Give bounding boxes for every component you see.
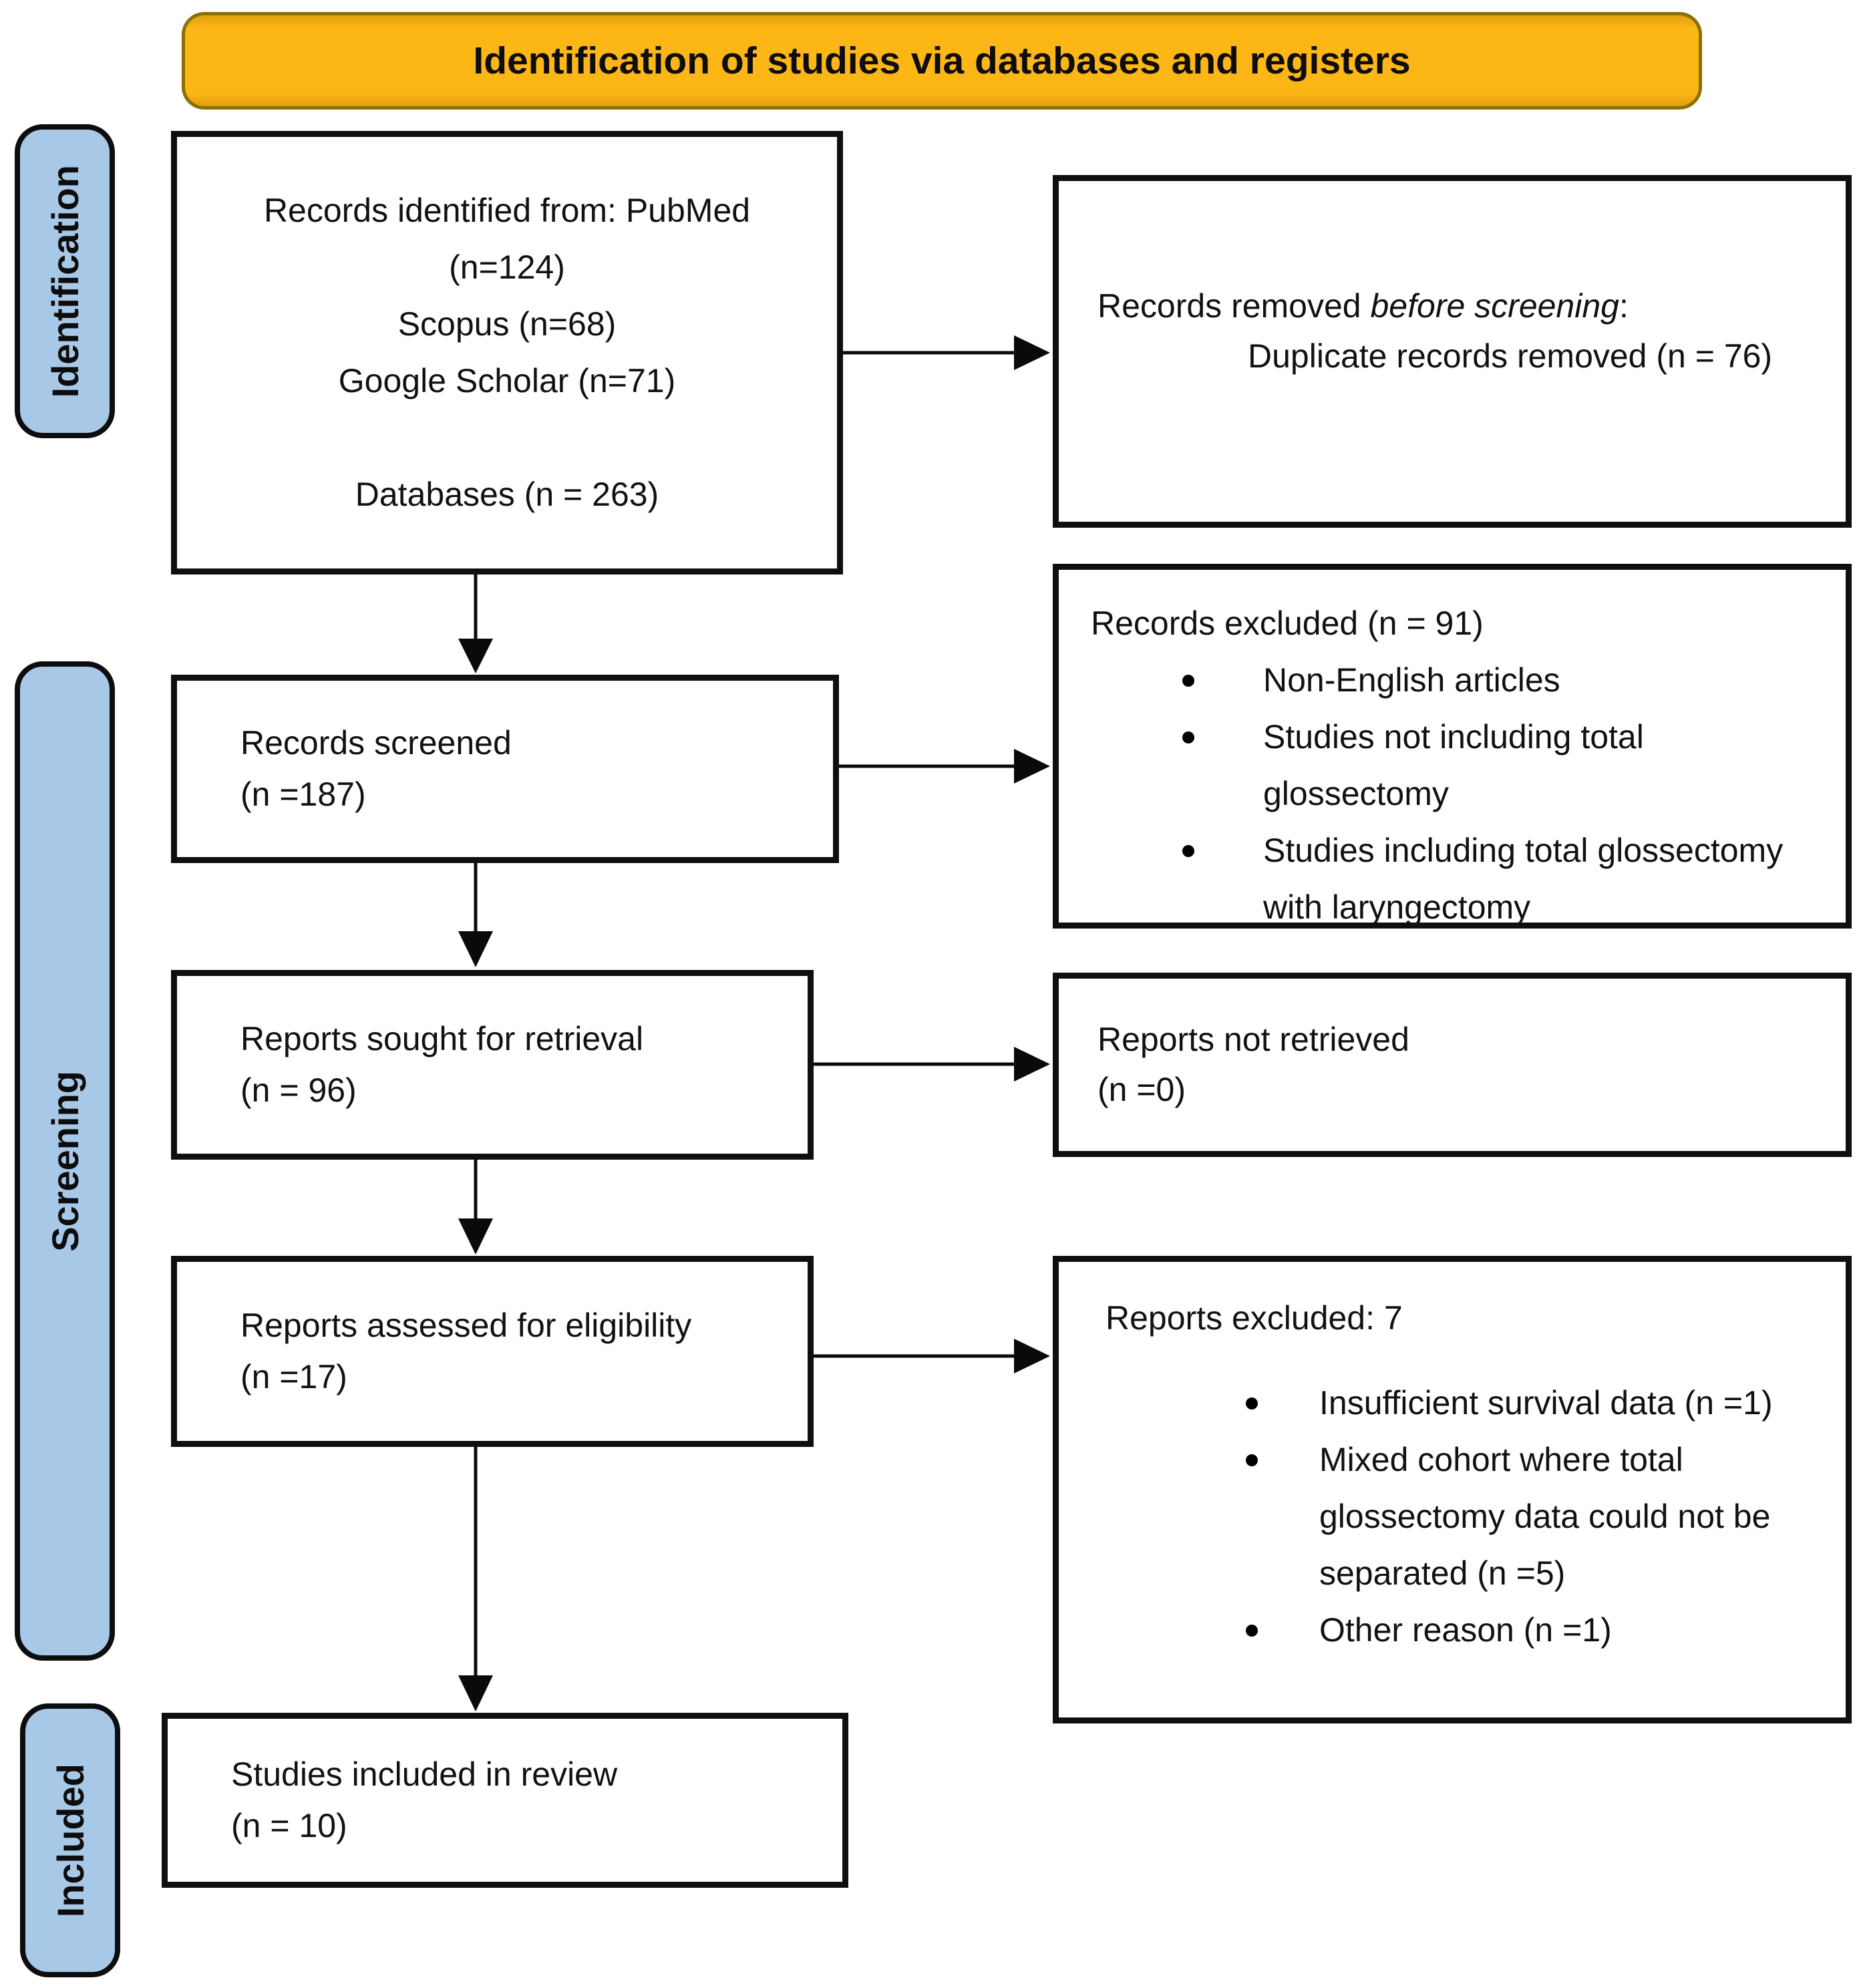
- box-text-line: Reports sought for retrieval: [240, 1019, 644, 1057]
- exclusion-reason-list: Insufficient survival data (n =1) Mixed …: [1106, 1375, 1827, 1659]
- box-text-line: Studies included in review: [231, 1755, 618, 1793]
- arrow-down-icon: [458, 639, 493, 673]
- box-title: Reports excluded: 7: [1106, 1299, 1403, 1337]
- box-text-line: (n =0): [1098, 1071, 1186, 1108]
- box-text-line: (n =187): [240, 776, 366, 813]
- box-text-line: Reports not retrieved: [1098, 1021, 1409, 1058]
- stage-label-identification: Identification: [15, 124, 115, 438]
- records-excluded-box: Records excluded (n = 91) Non-English ar…: [1053, 564, 1852, 929]
- bullet-icon: [1246, 1454, 1258, 1466]
- box-text-line: Google Scholar (n=71): [338, 362, 676, 399]
- records-identified-box: Records identified from: PubMed (n=124) …: [171, 131, 843, 574]
- box-text-line: (n = 96): [240, 1071, 357, 1109]
- italic-phrase: before screening: [1370, 287, 1619, 325]
- list-item-text: Mixed cohort where total glossectomy dat…: [1319, 1441, 1771, 1592]
- list-item-text: Studies not including total glossectomy: [1263, 718, 1644, 812]
- stage-label-included: Included: [20, 1703, 120, 1977]
- arrow-right-icon: [1014, 1339, 1050, 1373]
- included-label: Included: [49, 1763, 92, 1918]
- box-text-line: Records identified from: PubMed: [263, 192, 751, 229]
- identification-label: Identification: [43, 164, 86, 398]
- box-text-line: Records screened: [240, 723, 512, 762]
- list-item: Insufficient survival data (n =1): [1246, 1375, 1827, 1432]
- bullet-icon: [1182, 845, 1194, 857]
- bullet-icon: [1182, 675, 1194, 687]
- list-item-text: Insufficient survival data (n =1): [1319, 1384, 1773, 1422]
- arrow-right-icon: [1014, 749, 1050, 784]
- reports-excluded-box: Reports excluded: 7 Insufficient surviva…: [1053, 1256, 1852, 1723]
- list-item: Non-English articles: [1182, 652, 1827, 709]
- list-item-text: Studies including total glossectomy with…: [1263, 832, 1784, 926]
- records-removed-box: Records removed before screening: Duplic…: [1053, 175, 1852, 528]
- list-item: Studies not including total glossectomy: [1182, 709, 1827, 822]
- records-screened-box: Records screened (n =187): [171, 675, 839, 863]
- exclusion-reason-list: Non-English articles Studies not includi…: [1091, 652, 1827, 936]
- arrow-down-icon: [458, 1675, 493, 1711]
- box-text-line: Duplicate records removed (n = 76): [1248, 337, 1773, 375]
- reports-sought-box: Reports sought for retrieval (n = 96): [171, 970, 814, 1160]
- arrow-right-icon: [1014, 335, 1050, 370]
- box-text-line: Scopus (n=68): [397, 305, 617, 343]
- arrow-down-icon: [458, 931, 493, 967]
- box-text-line: (n=124): [449, 248, 565, 286]
- bullet-icon: [1246, 1397, 1258, 1410]
- list-item-text: Other reason (n =1): [1319, 1611, 1612, 1649]
- box-text-line: (n =17): [240, 1358, 347, 1395]
- stage-label-screening: Screening: [15, 661, 115, 1661]
- screening-label: Screening: [43, 1070, 86, 1252]
- header-banner: Identification of studies via databases …: [182, 12, 1702, 110]
- box-title: Records excluded (n = 91): [1091, 605, 1484, 642]
- list-item: Mixed cohort where total glossectomy dat…: [1246, 1432, 1827, 1602]
- box-text-line: Databases (n = 263): [355, 476, 659, 513]
- list-item: Other reason (n =1): [1246, 1602, 1827, 1659]
- bullet-icon: [1182, 731, 1194, 743]
- reports-not-retrieved-box: Reports not retrieved (n =0): [1053, 973, 1852, 1157]
- list-item: Studies including total glossectomy with…: [1182, 822, 1827, 936]
- reports-assessed-box: Reports assessed for eligibility (n =17): [171, 1256, 814, 1447]
- studies-included-box: Studies included in review (n = 10): [162, 1713, 848, 1888]
- list-item-text: Non-English articles: [1263, 661, 1560, 699]
- box-text-line: Reports assessed for eligibility: [240, 1306, 692, 1344]
- arrow-right-icon: [1014, 1047, 1050, 1082]
- arrow-down-icon: [458, 1218, 493, 1255]
- box-text-line: (n = 10): [231, 1807, 347, 1844]
- bullet-icon: [1246, 1625, 1258, 1637]
- box-text-line: Records removed before screening:: [1098, 287, 1629, 325]
- header-title: Identification of studies via databases …: [473, 39, 1411, 82]
